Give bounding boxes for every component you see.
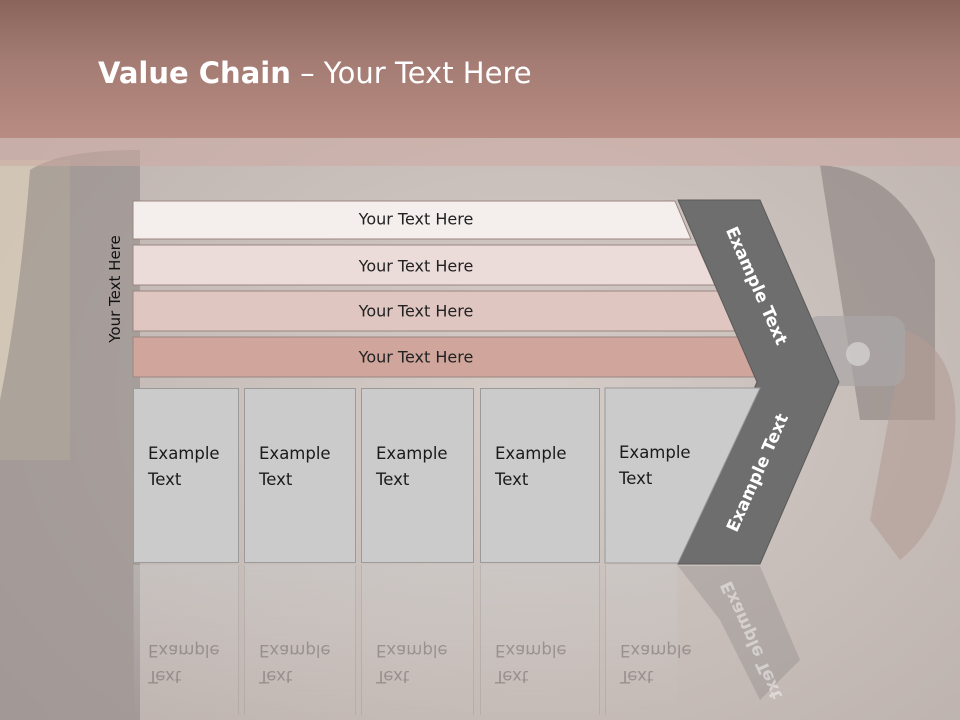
row-label-3: Your Text Here: [358, 301, 474, 321]
card-5-line1: Example: [619, 443, 691, 462]
card-3-reflection: Text Example: [361, 565, 474, 715]
card-3-reflect-line1: Example: [376, 641, 448, 660]
title-bold: Value Chain: [98, 56, 291, 90]
card-2-line1: Example: [259, 444, 331, 463]
row-label-1: Your Text Here: [358, 209, 474, 229]
title-rest: – Your Text Here: [290, 56, 532, 90]
card-5-reflect-line2: Text: [620, 667, 654, 686]
card-4-reflect-line1: Example: [495, 641, 567, 660]
card-1-reflection: Text Example: [133, 565, 239, 715]
card-3-line2: Text: [376, 470, 410, 489]
card-4-line1: Example: [495, 444, 567, 463]
card-4-reflect-line2: Text: [495, 667, 529, 686]
header-bar: [0, 0, 960, 138]
card-1-line1: Example: [148, 444, 220, 463]
card-5-reflection: Text Example: [605, 565, 692, 715]
row-label-4: Your Text Here: [358, 347, 474, 367]
row-band-1[interactable]: [132, 200, 692, 240]
card-5-line2: Text: [619, 469, 653, 488]
card-4-reflection: Text Example: [480, 565, 600, 715]
row-label-2: Your Text Here: [358, 256, 474, 276]
card-1-line2: Text: [148, 470, 182, 489]
card-3-reflect-line2: Text: [376, 667, 410, 686]
card-2-reflection: Text Example: [244, 565, 356, 715]
card-1-reflect-line2: Text: [148, 667, 182, 686]
card-2-reflect-line1: Example: [259, 641, 331, 660]
header-band: [0, 138, 960, 166]
arrow-reflection: [678, 566, 800, 700]
slide-title[interactable]: Value Chain – Your Text Here: [98, 56, 532, 90]
card-2-line2: Text: [259, 470, 293, 489]
card-5-slant: [604, 387, 761, 564]
card-1-reflect-line1: Example: [148, 641, 220, 660]
card-5-reflect-line1: Example: [620, 641, 692, 660]
card-3-line1: Example: [376, 444, 448, 463]
card-2-reflect-line2: Text: [259, 667, 293, 686]
card-4-line2: Text: [495, 470, 529, 489]
